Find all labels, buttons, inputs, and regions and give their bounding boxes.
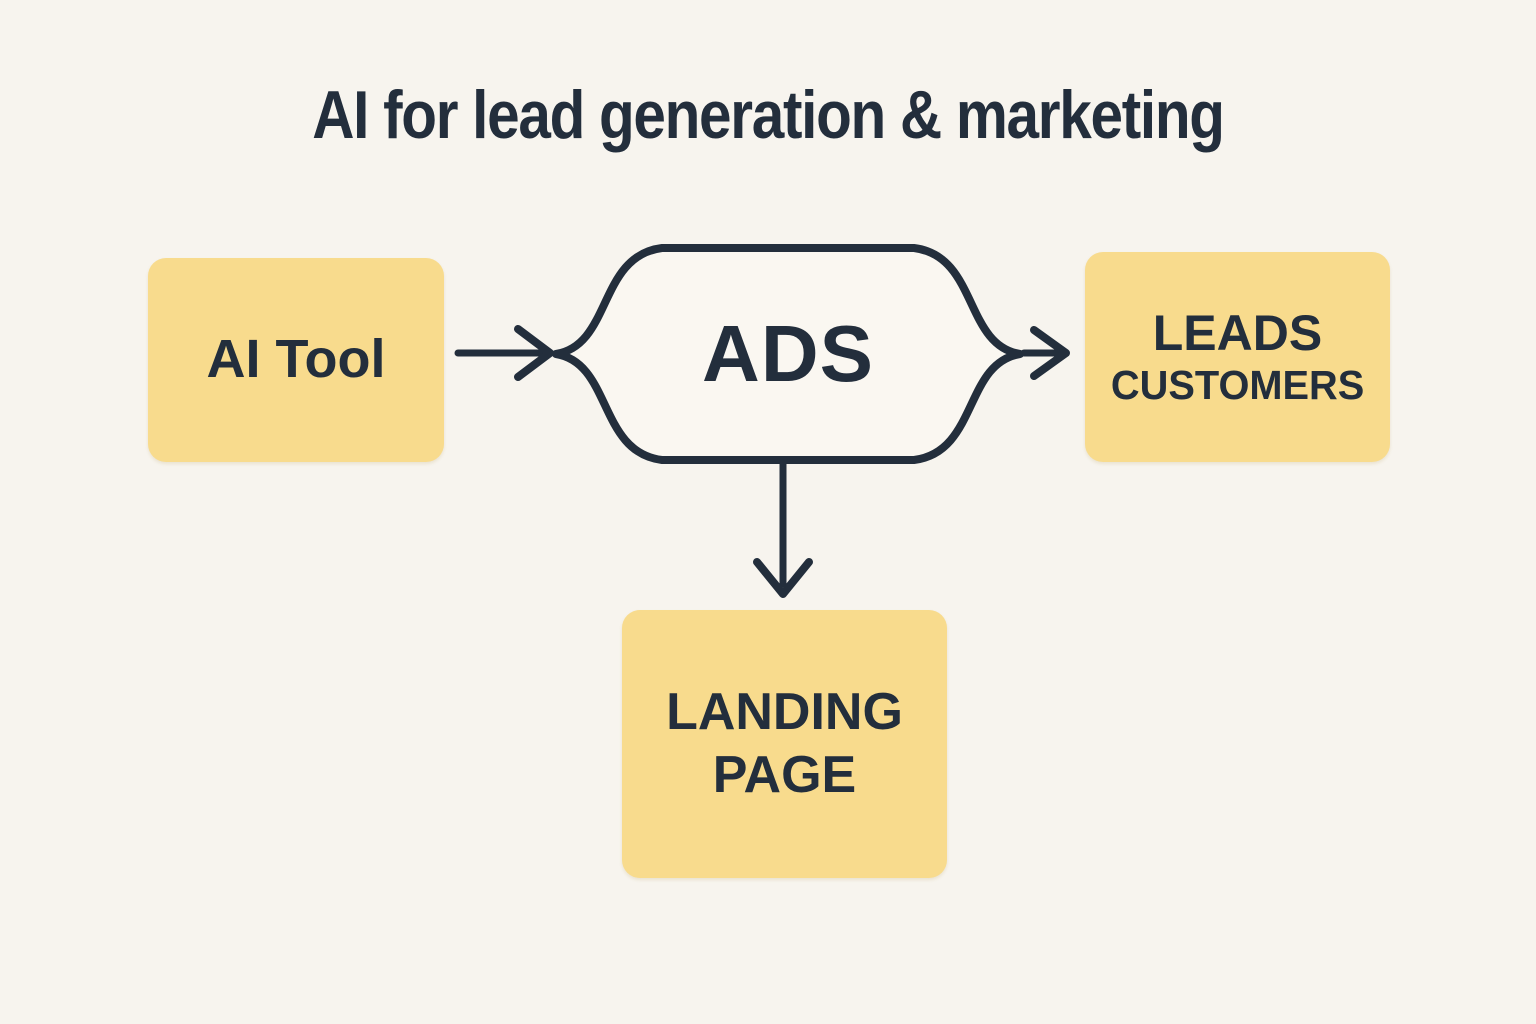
arrow-ads-to-landing-icon (753, 460, 813, 598)
leads-label-line1: LEADS (1152, 304, 1323, 361)
arrow-ads-to-leads-icon (1020, 326, 1070, 380)
diagram-title: AI for lead generation & marketing (312, 77, 1225, 153)
landing-label-line2: PAGE (712, 746, 857, 804)
landing-label-line1: LANDING (666, 682, 903, 741)
ai-tool-label: AI Tool (206, 329, 386, 390)
landing-page-node: LANDING PAGE (622, 610, 947, 878)
leads-label-line2: CUSTOMERS (1110, 362, 1365, 409)
leads-customers-node: LEADS CUSTOMERS (1085, 252, 1390, 462)
arrow-ai-to-ads-icon (454, 325, 554, 381)
ads-node-label: ADS (702, 309, 874, 398)
ai-tool-node: AI Tool (148, 258, 444, 462)
